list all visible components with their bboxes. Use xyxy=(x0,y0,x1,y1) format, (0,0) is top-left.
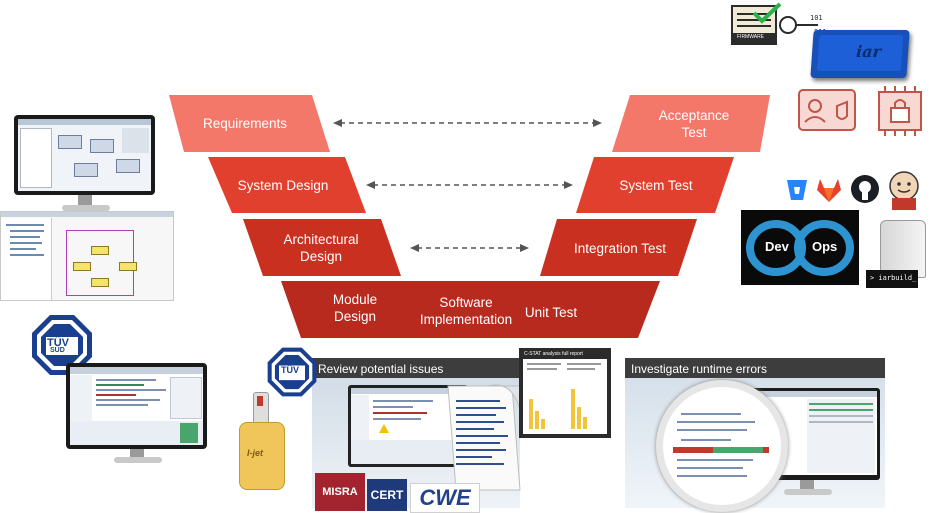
cwe-text: CWE xyxy=(419,485,471,510)
system-design-label: System Design xyxy=(237,178,329,193)
review-panel-title: Review potential issues xyxy=(318,362,444,376)
requirements-shape xyxy=(169,95,330,152)
firmware-text: FIRMWARE xyxy=(737,34,765,40)
state-machine-screenshot xyxy=(0,211,174,301)
module-design-label: Module Design xyxy=(332,292,378,324)
tuv-text: TÜV xyxy=(47,337,69,349)
chip-lock-icon xyxy=(878,86,922,136)
ijet-label: I-jet xyxy=(247,448,264,458)
architectural-design-label: Architectural Design xyxy=(283,232,359,264)
misra-logo: MISRA xyxy=(315,473,365,511)
checkmark-icon xyxy=(752,2,782,24)
cert-logo: CERT xyxy=(367,479,407,511)
architectural-design-shape xyxy=(243,219,401,276)
review-screen xyxy=(348,385,468,467)
devops-dev-text: Dev xyxy=(765,239,789,254)
ide-monitor xyxy=(66,363,207,449)
system-design-shape xyxy=(208,157,366,213)
github-icon xyxy=(851,175,879,203)
cstat-report: C-STAT analysis full report xyxy=(519,348,611,438)
software-implementation-label: Software Implementation xyxy=(419,295,513,327)
ijet-probe: I-jet xyxy=(239,392,285,490)
cwe-logo: CWE xyxy=(410,483,480,513)
iarbuild-terminal: > iarbuild_ xyxy=(866,270,918,288)
gitlab-icon xyxy=(817,179,841,202)
acceptance-test-shape xyxy=(612,95,770,152)
devops-ops-text: Ops xyxy=(812,239,838,254)
integration-test-label: Integration Test xyxy=(573,241,667,256)
svg-text:101: 101 xyxy=(810,14,823,22)
system-test-label: System Test xyxy=(619,178,693,193)
iarbuild-text: > iarbuild_ xyxy=(870,274,917,282)
cert-text: CERT xyxy=(370,488,404,502)
tuv-text-center: TÜV xyxy=(281,365,299,375)
bitbucket-icon xyxy=(787,180,807,200)
acceptance-test-label: Acceptance Test xyxy=(658,108,730,140)
misra-text: MISRA xyxy=(322,486,358,498)
integration-test-shape xyxy=(540,219,697,276)
tuv-sud-badge xyxy=(32,315,92,375)
unit-test-label: Unit Test xyxy=(524,305,578,320)
cstat-report-title: C-STAT analysis full report xyxy=(524,351,583,357)
build-server-icon xyxy=(880,220,926,278)
tuv-sub-text: SÜD xyxy=(50,347,65,354)
implementation-shape xyxy=(281,281,660,338)
system-test-shape xyxy=(576,157,734,213)
iar-hardware-device: iar xyxy=(810,30,910,78)
jenkins-icon xyxy=(889,171,919,210)
tuv-sud-badge-center xyxy=(267,347,317,397)
requirements-label: Requirements xyxy=(202,116,288,131)
devops-diagram: Dev Ops xyxy=(741,210,859,285)
code-page-curl xyxy=(447,384,521,491)
magnifier-icon xyxy=(656,380,788,512)
design-tool-monitor xyxy=(14,115,155,195)
id-security-icon xyxy=(798,89,856,131)
runtime-panel-title: Investigate runtime errors xyxy=(631,362,768,376)
